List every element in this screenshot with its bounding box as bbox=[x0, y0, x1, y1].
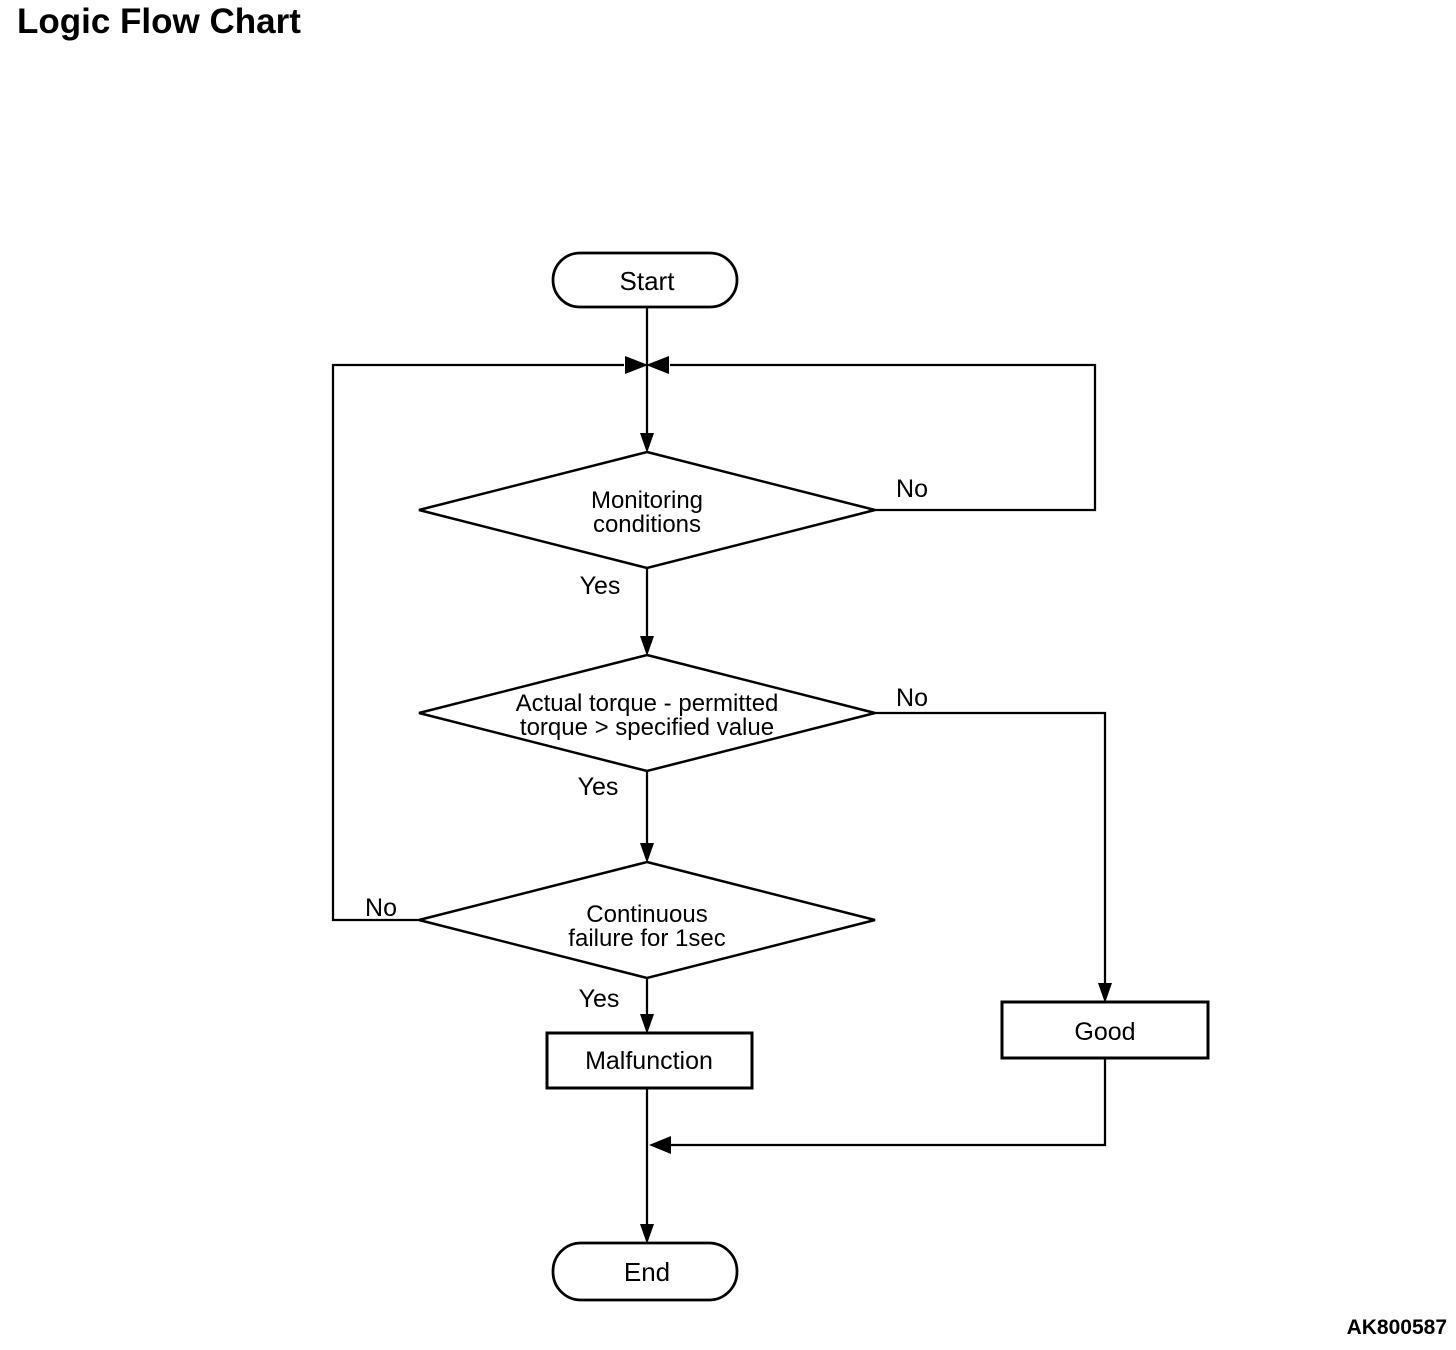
start-node bbox=[551, 251, 739, 309]
end-label: End bbox=[624, 1257, 670, 1287]
decision3-label-line2: failure for 1sec bbox=[568, 925, 725, 952]
decision2-yes-label: Yes bbox=[578, 773, 619, 801]
arrowhead-into-decision2 bbox=[640, 636, 654, 656]
decision2-label-line1: Actual torque - permitted bbox=[516, 690, 779, 717]
decision3-label-line1: Continuous bbox=[586, 901, 707, 928]
decision1-label-line1: Monitoring bbox=[591, 487, 703, 514]
arrowhead-into-decision1 bbox=[640, 433, 654, 453]
connector-left-feedback-loop bbox=[331, 363, 624, 922]
arrowhead-into-malfunction bbox=[640, 1014, 654, 1034]
arrowhead-into-good bbox=[1098, 983, 1112, 1003]
arrowhead-junction-from-right bbox=[646, 356, 669, 374]
decision2-label-line2: torque > specified value bbox=[520, 714, 774, 741]
decision1-monitoring-conditions bbox=[418, 450, 876, 570]
arrowhead-merge-from-good bbox=[649, 1136, 671, 1154]
decision1-no-label: No bbox=[896, 475, 928, 503]
good-label: Good bbox=[1074, 1018, 1135, 1046]
arrowhead-junction-from-left bbox=[625, 356, 648, 374]
decision3-yes-label: Yes bbox=[579, 985, 620, 1013]
decision1-label-line2: conditions bbox=[593, 511, 701, 538]
malfunction-node bbox=[545, 1031, 754, 1090]
arrowhead-into-end bbox=[640, 1224, 654, 1244]
connector-right-feedback-loop bbox=[670, 363, 1097, 512]
decision2-torque-comparison bbox=[418, 653, 876, 773]
decision3-continuous-failure bbox=[418, 860, 876, 980]
connectors bbox=[331, 307, 1112, 1244]
figure-code: AK800587 bbox=[1346, 1316, 1447, 1339]
connector-decision2-no-to-good bbox=[875, 711, 1107, 983]
decision2-no-label: No bbox=[896, 684, 928, 712]
arrowhead-into-decision3 bbox=[640, 843, 654, 863]
start-label: Start bbox=[620, 266, 676, 296]
good-node bbox=[1000, 1000, 1210, 1060]
decision1-yes-label: Yes bbox=[580, 572, 621, 600]
end-node bbox=[551, 1241, 739, 1302]
connector-good-to-merge bbox=[671, 1058, 1107, 1147]
malfunction-label: Malfunction bbox=[585, 1047, 713, 1075]
page-title: Logic Flow Chart bbox=[17, 2, 301, 41]
decision3-no-label: No bbox=[365, 894, 397, 922]
